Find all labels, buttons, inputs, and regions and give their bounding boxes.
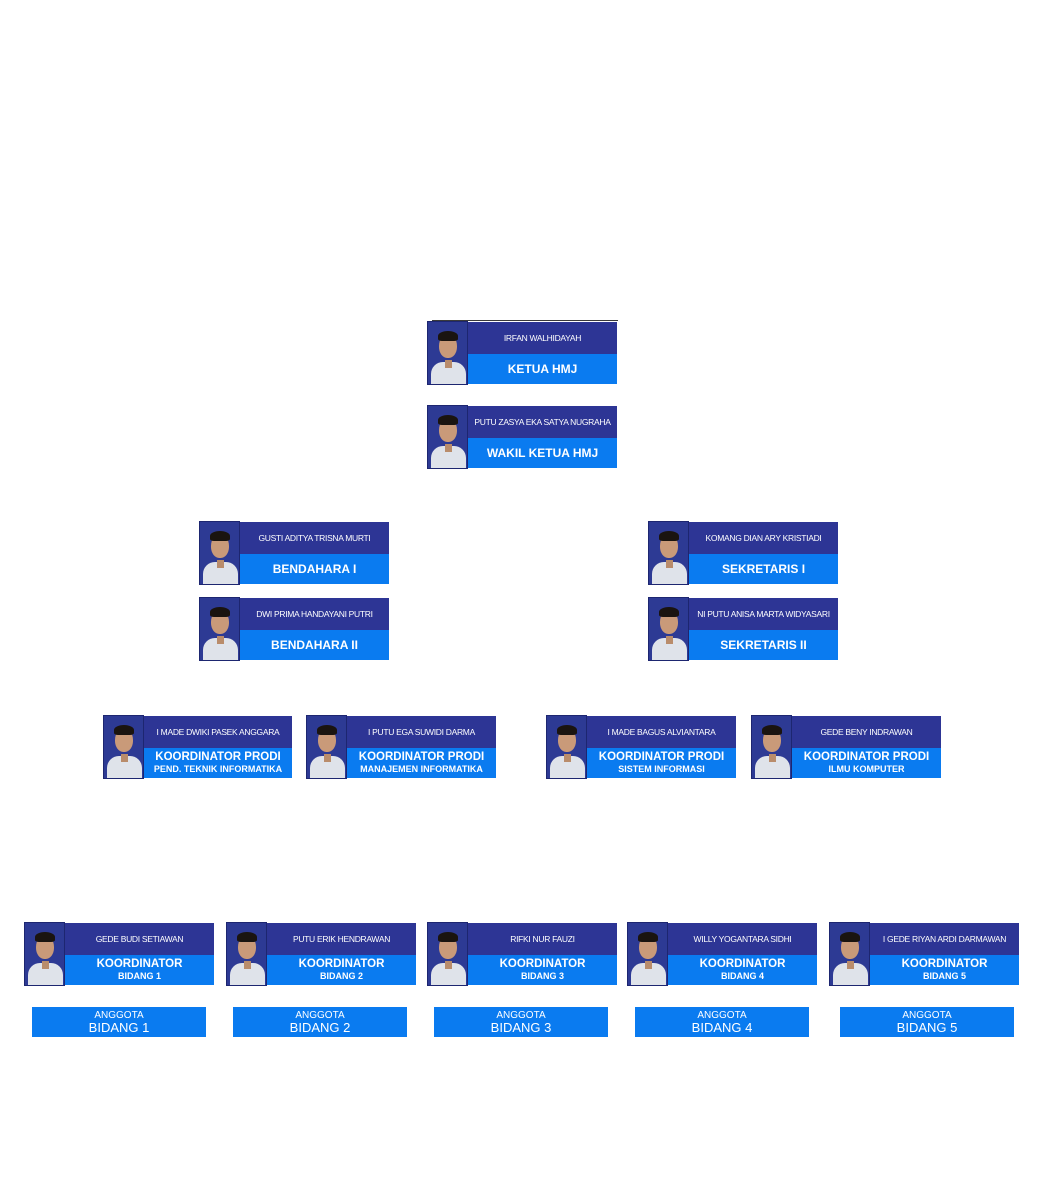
- member-photo: [199, 597, 240, 661]
- member-name: GEDE BENY INDRAWAN: [792, 716, 941, 748]
- member-photo: [427, 922, 468, 986]
- card-bendahara-1: GUSTI ADITYA TRISNA MURTI BENDAHARA I: [199, 521, 389, 585]
- member-role: SEKRETARIS II: [689, 630, 838, 660]
- member-photo: [427, 321, 468, 385]
- member-photo: [648, 597, 689, 661]
- card-koordinator-prodi-si: I MADE BAGUS ALVIANTARA KOORDINATOR PROD…: [546, 715, 736, 779]
- member-role: SEKRETARIS I: [689, 554, 838, 584]
- member-photo: [648, 521, 689, 585]
- card-sekretaris-1: KOMANG DIAN ARY KRISTIADI SEKRETARIS I: [648, 521, 838, 585]
- member-name: IRFAN WALHIDAYAH: [468, 322, 617, 354]
- member-photo: [627, 922, 668, 986]
- member-name: DWI PRIMA HANDAYANI PUTRI: [240, 598, 389, 630]
- card-bendahara-2: DWI PRIMA HANDAYANI PUTRI BENDAHARA II: [199, 597, 389, 661]
- member-name: I PUTU EGA SUWIDI DARMA: [347, 716, 496, 748]
- card-ketua-hmj: IRFAN WALHIDAYAH KETUA HMJ: [427, 321, 617, 385]
- member-name: I MADE DWIKI PASEK ANGGARA: [144, 716, 292, 748]
- member-name: PUTU ZASYA EKA SATYA NUGRAHA: [468, 406, 617, 438]
- member-photo: [751, 715, 792, 779]
- member-name: PUTU ERIK HENDRAWAN: [267, 923, 416, 955]
- member-photo: [24, 922, 65, 986]
- member-photo: [199, 521, 240, 585]
- member-name: NI PUTU ANISA MARTA WIDYASARI: [689, 598, 838, 630]
- member-name: I MADE BAGUS ALVIANTARA: [587, 716, 736, 748]
- member-role: WAKIL KETUA HMJ: [468, 438, 617, 468]
- top-divider-line: [432, 320, 618, 321]
- member-name: RIFKI NUR FAUZI: [468, 923, 617, 955]
- member-role: BENDAHARA II: [240, 630, 389, 660]
- member-name: I GEDE RIYAN ARDI DARMAWAN: [870, 923, 1019, 955]
- member-photo: [226, 922, 267, 986]
- member-photo: [829, 922, 870, 986]
- card-wakil-ketua-hmj: PUTU ZASYA EKA SATYA NUGRAHA WAKIL KETUA…: [427, 405, 617, 469]
- member-role: BENDAHARA I: [240, 554, 389, 584]
- member-name: KOMANG DIAN ARY KRISTIADI: [689, 522, 838, 554]
- member-name: WILLY YOGANTARA SIDHI: [668, 923, 817, 955]
- member-photo: [427, 405, 468, 469]
- member-photo: [103, 715, 144, 779]
- card-sekretaris-2: NI PUTU ANISA MARTA WIDYASARI SEKRETARIS…: [648, 597, 838, 661]
- member-photo: [546, 715, 587, 779]
- member-photo: [306, 715, 347, 779]
- member-name: GUSTI ADITYA TRISNA MURTI: [240, 522, 389, 554]
- member-name: GEDE BUDI SETIAWAN: [65, 923, 214, 955]
- card-koordinator-prodi-pti: I MADE DWIKI PASEK ANGGARA KOORDINATOR P…: [103, 715, 292, 779]
- card-koordinator-prodi-mi: I PUTU EGA SUWIDI DARMA KOORDINATOR PROD…: [306, 715, 496, 779]
- member-role: KETUA HMJ: [468, 354, 617, 384]
